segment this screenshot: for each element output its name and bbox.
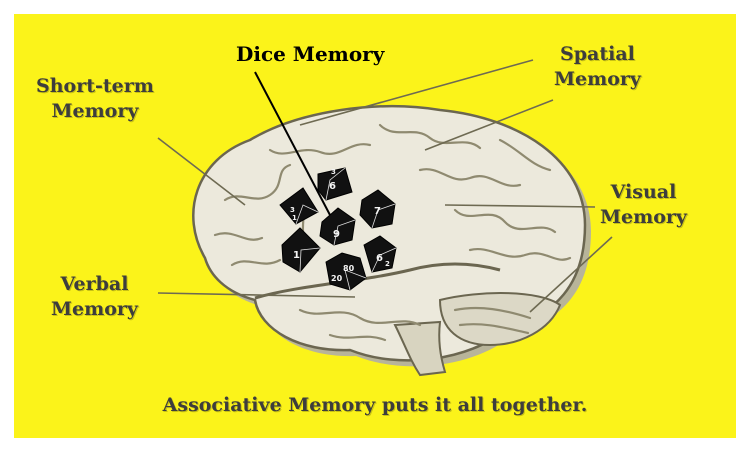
dice-leader	[254, 71, 331, 216]
leader-lines	[157, 59, 613, 313]
visual-leader	[444, 204, 596, 208]
short-term-leader	[157, 137, 246, 206]
dice-numbers: 6 3 7 9 1 20 80 6 3 1 2	[290, 168, 390, 283]
die-face-number: 3	[290, 206, 295, 214]
die-face-number: 2	[385, 260, 390, 268]
cerebellum	[438, 292, 562, 347]
die-face-number: 20	[331, 274, 343, 283]
visual-leader-2	[529, 236, 613, 313]
die-face-number: 7	[374, 206, 381, 217]
die-d6	[317, 167, 353, 201]
verbal-leader	[157, 292, 356, 298]
die-face-number: 80	[343, 264, 355, 273]
die-face-number: 9	[333, 229, 340, 240]
dice-memory-label: Dice Memory	[236, 42, 385, 66]
die-face-number: 3	[331, 168, 336, 176]
die-face-number: 6	[376, 253, 383, 264]
die-face-number: 1	[292, 214, 297, 222]
die-face-number: 6	[329, 181, 336, 192]
spatial-leader-1	[299, 59, 534, 126]
spatial-leader-2	[424, 99, 554, 151]
die-face-number: 1	[293, 250, 300, 261]
brain-folds	[213, 123, 572, 342]
caption: Associative Memory puts it all together.	[162, 394, 588, 416]
brain-stem	[393, 320, 447, 377]
die-d4	[363, 235, 397, 273]
die-d12	[359, 189, 396, 229]
dice-edges	[295, 167, 397, 291]
sylvian-fissure	[254, 262, 501, 300]
